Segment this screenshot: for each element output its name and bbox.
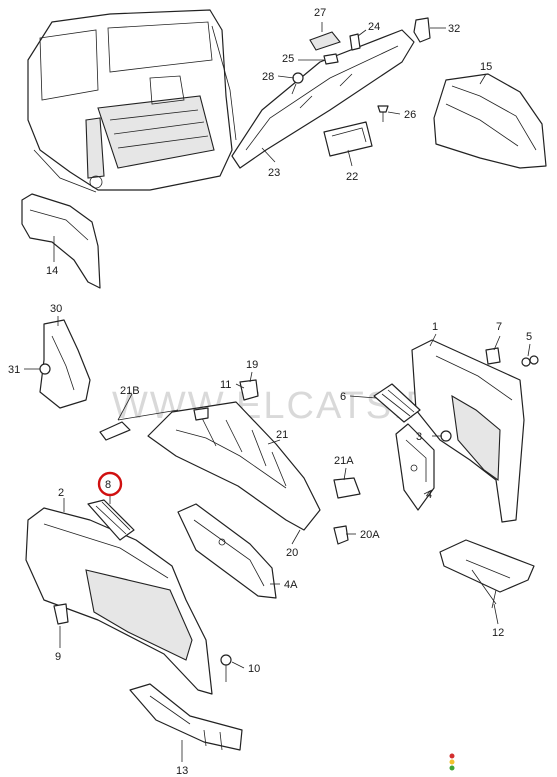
label-23[interactable]: 23 [268, 167, 280, 179]
label-14[interactable]: 14 [46, 265, 58, 277]
part-31-nut [39, 363, 51, 375]
part-32-clip [413, 17, 431, 43]
label-21A[interactable]: 21A [334, 455, 354, 467]
vehicle-rear-illustration [27, 9, 237, 193]
label-31[interactable]: 31 [8, 364, 20, 376]
yellow-dot-icon [449, 759, 455, 765]
red-dot-icon [449, 753, 455, 759]
green-dot-icon [449, 765, 455, 771]
part-number-labels: 27 24 32 25 28 15 26 23 22 14 30 31 19 1… [8, 7, 532, 777]
part-21-storage-tray [147, 401, 321, 531]
part-13-floor-strip [129, 683, 243, 751]
label-10[interactable]: 10 [248, 663, 260, 675]
label-13[interactable]: 13 [176, 765, 188, 777]
part-4-cover [395, 423, 435, 511]
highlight-circle [97, 471, 123, 497]
label-19[interactable]: 19 [246, 359, 258, 371]
label-9[interactable]: 9 [55, 651, 61, 663]
part-3-nut [440, 430, 452, 442]
part-14-side-panel [21, 193, 101, 289]
part-20A-clip [333, 525, 349, 545]
label-32[interactable]: 32 [448, 23, 460, 35]
part-4A-cover [177, 503, 277, 599]
part-24-clip [349, 33, 361, 51]
status-indicator-dots [449, 753, 455, 771]
part-10-screw [220, 654, 232, 682]
label-28[interactable]: 28 [262, 71, 274, 83]
label-4[interactable]: 4 [426, 489, 432, 501]
part-5-bulb [521, 355, 539, 367]
label-24[interactable]: 24 [368, 21, 380, 33]
label-26[interactable]: 26 [404, 109, 416, 121]
label-3[interactable]: 3 [416, 431, 422, 443]
label-22[interactable]: 22 [346, 171, 358, 183]
label-1[interactable]: 1 [432, 321, 438, 333]
label-20A[interactable]: 20A [360, 529, 380, 541]
label-21[interactable]: 21 [276, 429, 288, 441]
trunk-trim-panel-23 [231, 29, 415, 169]
label-30[interactable]: 30 [50, 303, 62, 315]
part-27-cover [309, 31, 341, 51]
part-21B-stud [99, 409, 179, 441]
label-2[interactable]: 2 [58, 487, 64, 499]
part-22-handle [323, 121, 373, 157]
label-15[interactable]: 15 [480, 61, 492, 73]
leader-lines [24, 22, 531, 762]
label-5[interactable]: 5 [526, 331, 532, 343]
part-6-vent-grille [373, 383, 421, 423]
part-7-clip [485, 347, 501, 365]
part-12-floor-tray [439, 539, 535, 609]
label-20[interactable]: 20 [286, 547, 298, 559]
label-27[interactable]: 27 [314, 7, 326, 19]
label-7[interactable]: 7 [496, 321, 502, 333]
part-15-trim-cover [433, 73, 547, 169]
part-25-clip [323, 53, 339, 65]
label-4A[interactable]: 4A [284, 579, 298, 591]
label-8[interactable]: 8 [105, 479, 111, 491]
part-1-side-trim [411, 339, 525, 523]
part-11-clip [193, 407, 209, 421]
part-26-screw [377, 105, 389, 122]
part-8-vent-grille [87, 499, 135, 541]
part-9-clip [53, 603, 69, 625]
label-25[interactable]: 25 [282, 53, 294, 65]
label-12[interactable]: 12 [492, 627, 504, 639]
label-6[interactable]: 6 [340, 391, 346, 403]
part-2-side-trim [25, 507, 213, 695]
label-11[interactable]: 11 [220, 379, 231, 391]
part-21A-cover [333, 477, 361, 499]
label-21B[interactable]: 21B [120, 385, 140, 397]
